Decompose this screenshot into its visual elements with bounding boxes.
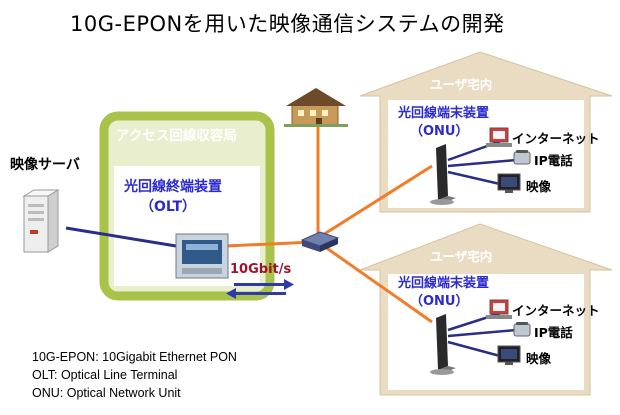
legend-10g-epon: 10G-EPON: 10Gigabit Ethernet PON: [32, 350, 237, 364]
phone-icon-1: [513, 150, 531, 165]
onu-abbrev-label-2: （ONU）: [410, 294, 469, 309]
onu-device-icon-1: [430, 144, 456, 205]
video-server-icon: [22, 189, 60, 253]
service-ip-phone-1: IP電話: [534, 153, 573, 168]
service-internet-1: インターネット: [512, 131, 600, 146]
fiber-lines: [225, 118, 433, 324]
legend-olt: OLT: Optical Line Terminal: [32, 368, 178, 382]
tv-icon-2: [497, 345, 521, 365]
onu-label-2: 光回線端末装置: [398, 276, 490, 291]
pc-icon-2: [486, 299, 512, 319]
optical-splitter-icon: [300, 231, 340, 252]
pc-icon-1: [486, 127, 512, 147]
home-label-1: ユーザ宅内: [430, 77, 493, 92]
service-video-1: 映像: [526, 179, 552, 194]
olt-device-icon: [175, 233, 229, 279]
central-office-label: アクセス回線収容局: [116, 128, 237, 144]
legend-onu: ONU: Optical Network Unit: [32, 386, 181, 400]
service-ip-phone-2: IP電話: [534, 325, 573, 340]
tv-icon-1: [497, 173, 521, 193]
home-label-2: ユーザ宅内: [430, 249, 493, 264]
bidirectional-arrow-icon: [226, 279, 294, 299]
page-title: 10G-EPONを用いた映像通信システムの開発: [70, 12, 505, 36]
olt-label: 光回線終端装置: [124, 179, 222, 195]
service-internet-2: インターネット: [512, 303, 600, 318]
onu-abbrev-label-1: （ONU）: [410, 124, 469, 139]
link-speed-label: 10Gbit/s: [230, 262, 292, 277]
detached-house-icon: [284, 88, 348, 127]
phone-icon-2: [513, 322, 531, 337]
server-olt-link: [65, 226, 177, 248]
service-video-2: 映像: [526, 351, 552, 366]
onu-device-icon-2: [430, 314, 456, 375]
onu-label-1: 光回線端末装置: [398, 106, 490, 121]
video-server-label: 映像サーバ: [10, 157, 80, 173]
olt-abbrev-label: （OLT）: [140, 199, 197, 215]
